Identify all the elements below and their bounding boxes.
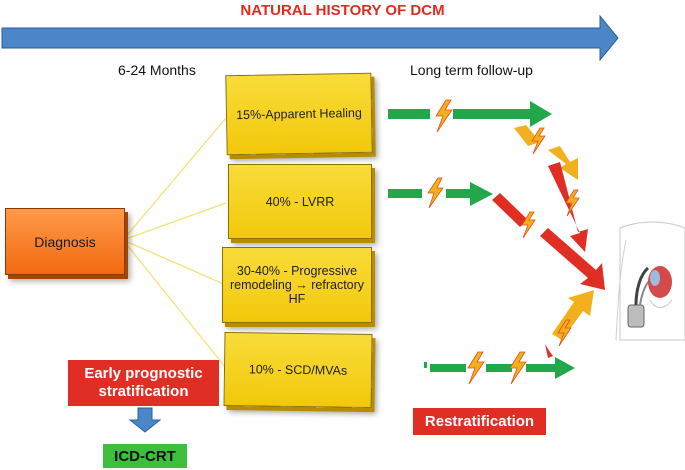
outcome-healing-box: 15%-Apparent Healing [225, 72, 373, 156]
patient-with-icd-illustration [615, 221, 685, 341]
healing-pathway-arrows [388, 101, 588, 252]
page-title: NATURAL HISTORY OF DCM [240, 2, 445, 19]
lightning-icon [467, 351, 485, 385]
lightning-icon [531, 127, 546, 155]
outcome-lvrr-box: 40% - LVRR [228, 164, 372, 239]
lightning-icon [565, 189, 580, 217]
early-stratification-box: Early prognostic stratification [68, 360, 219, 406]
connector-lines [122, 117, 227, 369]
lightning-icon [509, 351, 527, 385]
diagnosis-box: Diagnosis [5, 208, 125, 275]
lightning-icon [557, 319, 572, 347]
lightning-icon [427, 177, 444, 209]
timeline-arrow [1, 14, 619, 62]
lightning-icon [435, 99, 453, 133]
phase-left-label: 6-24 Months [118, 62, 196, 78]
phase-right-label: Long term follow-up [410, 62, 533, 78]
down-arrow [128, 407, 162, 433]
lightning-icon [521, 211, 536, 239]
outcome-scd-box: 10% - SCD/MVAs [223, 331, 373, 409]
icd-crt-box: ICD-CRT [103, 444, 187, 468]
scd-pathway-arrows [424, 290, 594, 379]
lvrr-pathway-arrows [388, 182, 605, 290]
outcome-remodeling-box: 30-40% - Progressive remodeling → refrac… [222, 247, 372, 323]
icd-device-body-icon [627, 304, 645, 328]
restratification-box: Restratification [413, 408, 546, 435]
